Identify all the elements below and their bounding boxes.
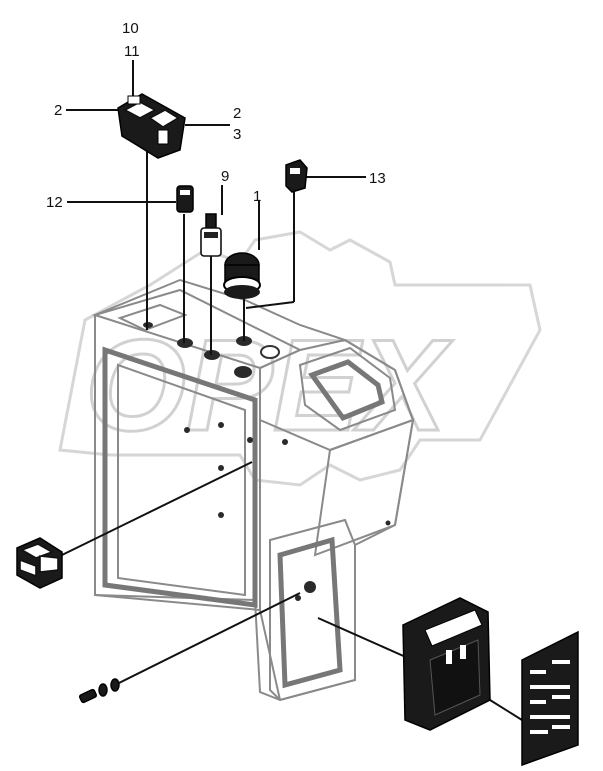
switch-block-part xyxy=(16,537,63,589)
bolt-part xyxy=(78,678,120,704)
mounting-plate-part xyxy=(521,630,579,767)
sensor-part-9 xyxy=(200,213,222,257)
mounting-hole xyxy=(234,366,252,378)
callout-2-left: 2 xyxy=(54,102,62,119)
callout-10: 10 xyxy=(122,20,139,37)
double-rocker-switch-part xyxy=(117,93,186,159)
callout-3: 3 xyxy=(233,126,241,143)
relay-module-part xyxy=(402,597,491,731)
callout-12: 12 xyxy=(46,194,63,211)
callout-13: 13 xyxy=(369,170,386,187)
callout-labels: 10 11 2 2 3 9 1 13 12 xyxy=(46,20,386,211)
control-box-frame xyxy=(91,278,415,702)
leader-lines xyxy=(61,60,523,721)
callout-1: 1 xyxy=(253,188,261,205)
round-knob-part-1 xyxy=(223,252,261,299)
callout-11: 11 xyxy=(124,43,140,60)
plug-part-12 xyxy=(176,185,194,213)
callout-9: 9 xyxy=(221,168,229,185)
connector-part-13 xyxy=(285,159,308,193)
callout-2-right: 2 xyxy=(233,105,241,122)
